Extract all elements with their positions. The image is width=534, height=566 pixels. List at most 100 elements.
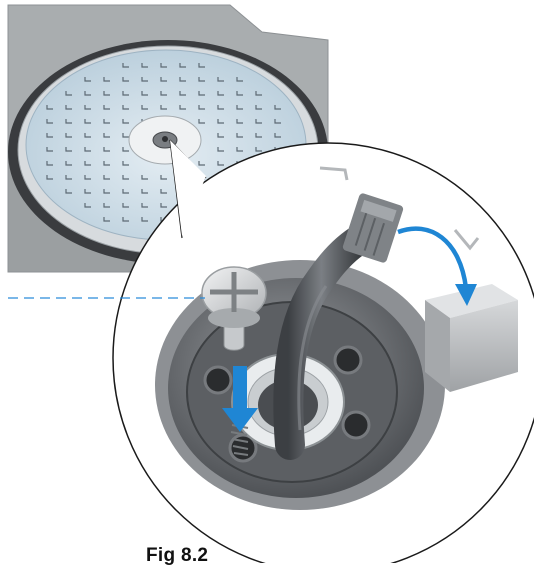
led-mark	[103, 203, 110, 208]
mounting-screw	[201, 266, 267, 456]
led-mark	[84, 133, 91, 138]
led-mark	[236, 147, 243, 152]
led-mark	[122, 91, 129, 96]
led-mark	[179, 91, 186, 96]
detail-view	[112, 142, 534, 563]
led-mark	[65, 175, 72, 180]
led-mark	[274, 105, 281, 110]
socket-block	[425, 284, 518, 392]
led-mark	[84, 189, 91, 194]
led-mark	[103, 175, 110, 180]
led-mark	[122, 175, 129, 180]
led-mark	[274, 133, 281, 138]
led-mark	[236, 77, 243, 82]
led-mark	[274, 119, 281, 124]
led-mark	[122, 203, 129, 208]
led-mark	[122, 119, 129, 124]
down-arrow-icon	[222, 366, 258, 432]
led-mark	[179, 105, 186, 110]
led-mark	[122, 105, 129, 110]
led-mark	[141, 63, 148, 68]
led-mark	[217, 77, 224, 82]
led-mark	[198, 63, 205, 68]
led-mark	[122, 147, 129, 152]
led-mark	[84, 105, 91, 110]
led-mark	[103, 147, 110, 152]
led-mark	[160, 189, 167, 194]
led-mark	[65, 91, 72, 96]
led-mark	[84, 203, 91, 208]
led-mark	[122, 161, 129, 166]
led-mark	[217, 119, 224, 124]
led-mark	[160, 203, 167, 208]
tray-shadow	[8, 160, 250, 272]
led-mark	[236, 119, 243, 124]
led-mark	[217, 91, 224, 96]
led-mark	[65, 133, 72, 138]
led-mark	[160, 63, 167, 68]
led-mark	[84, 119, 91, 124]
led-mark	[141, 175, 148, 180]
led-mark	[103, 189, 110, 194]
led-mark	[160, 175, 167, 180]
led-mark	[217, 147, 224, 152]
led-mark	[103, 119, 110, 124]
led-mark	[84, 77, 91, 82]
led-mark	[236, 91, 243, 96]
led-mark	[255, 91, 262, 96]
led-mark	[103, 161, 110, 166]
led-mark	[198, 161, 205, 166]
led-mark	[103, 217, 110, 222]
led-mark	[84, 91, 91, 96]
led-mark	[46, 105, 53, 110]
led-mark	[103, 133, 110, 138]
led-mark	[65, 105, 72, 110]
led-mark	[122, 63, 129, 68]
led-mark	[46, 147, 53, 152]
led-mark	[236, 105, 243, 110]
led-mark	[141, 91, 148, 96]
led-mark	[141, 189, 148, 194]
led-mark	[122, 77, 129, 82]
detail-circle-border	[112, 142, 534, 563]
led-mark	[103, 105, 110, 110]
led-mark	[122, 217, 129, 222]
led-mark	[255, 105, 262, 110]
led-mark	[236, 133, 243, 138]
led-mark	[141, 105, 148, 110]
screw-hole-right-bottom	[341, 410, 371, 440]
cable-connector	[342, 193, 404, 263]
led-mark	[122, 133, 129, 138]
led-mark	[217, 105, 224, 110]
led-mark	[141, 217, 148, 222]
led-mark	[103, 91, 110, 96]
curved-arrow-icon	[397, 226, 477, 306]
led-mark	[217, 161, 224, 166]
led-mark	[65, 119, 72, 124]
led-mark	[84, 175, 91, 180]
led-mark	[65, 189, 72, 194]
led-mark	[122, 189, 129, 194]
led-mark	[141, 203, 148, 208]
led-mark	[160, 77, 167, 82]
led-mark	[160, 91, 167, 96]
led-mark	[84, 161, 91, 166]
led-mark	[179, 77, 186, 82]
led-mark	[198, 77, 205, 82]
led-mark	[84, 147, 91, 152]
led-mark	[255, 147, 262, 152]
led-mark	[46, 175, 53, 180]
led-mark	[65, 147, 72, 152]
screw-hole-left-top	[203, 365, 233, 395]
led-mark	[160, 105, 167, 110]
led-mark	[46, 133, 53, 138]
led-mark	[198, 91, 205, 96]
led-mark	[65, 161, 72, 166]
led-mark	[179, 63, 186, 68]
led-mark	[255, 119, 262, 124]
led-mark	[103, 77, 110, 82]
led-mark	[198, 119, 205, 124]
led-mark	[46, 161, 53, 166]
led-mark	[255, 133, 262, 138]
